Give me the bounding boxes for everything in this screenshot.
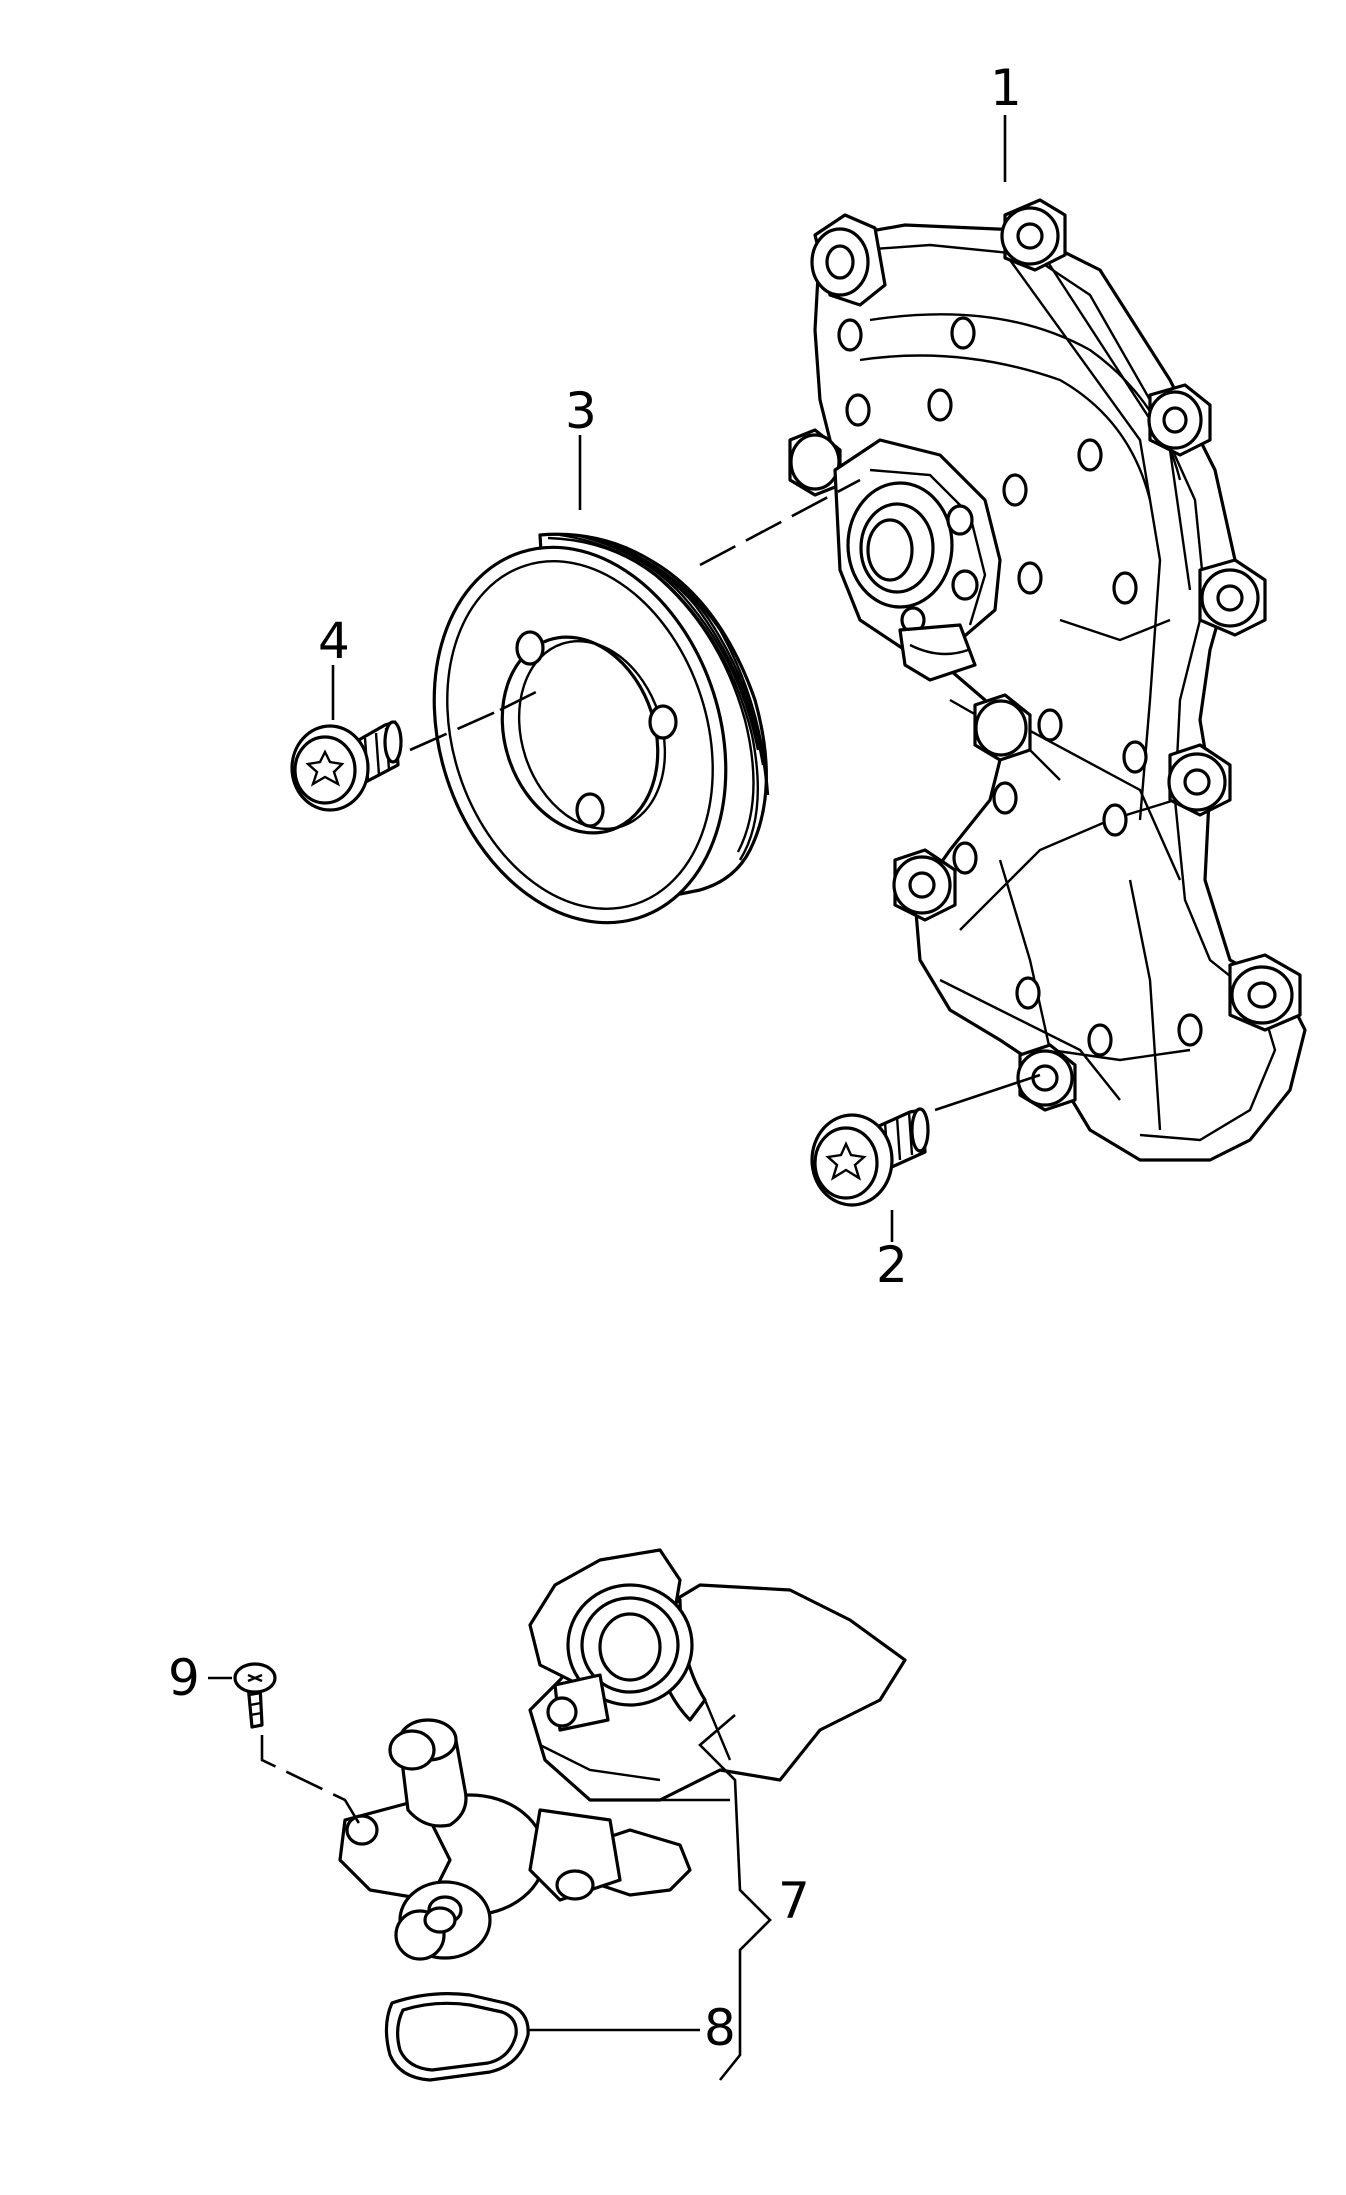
part-1-housing xyxy=(788,198,1307,1162)
housing-lug xyxy=(1198,558,1267,637)
part-3-pulley xyxy=(432,532,770,925)
housing-hole xyxy=(1077,438,1103,472)
housing-hole xyxy=(992,781,1018,815)
pulley-bolt-hole xyxy=(515,630,545,666)
callout-4: 4 xyxy=(318,612,350,670)
housing-hole xyxy=(1015,976,1041,1010)
part-4-bolt xyxy=(290,720,403,812)
callout-1: 1 xyxy=(990,59,1022,117)
housing-lug xyxy=(788,428,842,497)
pulley-bolt-hole xyxy=(575,792,605,828)
callout-2: 2 xyxy=(876,1236,908,1294)
housing-hole xyxy=(1037,708,1063,742)
housing-hole xyxy=(1177,1013,1203,1047)
housing-lug xyxy=(973,693,1032,762)
callout-labels: 1 3 4 2 7 8 9 xyxy=(168,59,1022,2057)
callout-9: 9 xyxy=(168,1649,200,1707)
part-9-screw xyxy=(233,1662,277,1729)
housing-hole xyxy=(837,318,863,352)
leader-lines xyxy=(208,115,1007,2081)
housing-lug xyxy=(1167,743,1232,817)
housing-lug xyxy=(1147,383,1212,457)
callout-7: 7 xyxy=(778,1872,810,1930)
pulley-bolt-hole xyxy=(648,704,678,740)
housing-lug xyxy=(1016,1043,1077,1112)
housing-hole xyxy=(1122,740,1148,774)
assembly-lines xyxy=(260,478,1041,1826)
housing-hole xyxy=(952,841,978,875)
housing-lug xyxy=(1000,198,1067,272)
housing-hole xyxy=(845,393,871,427)
housing-hole xyxy=(950,316,976,350)
housing-lug xyxy=(1228,953,1302,1032)
housing-hole xyxy=(1017,561,1043,595)
housing-hole xyxy=(1087,1023,1113,1057)
part-2-bolt xyxy=(810,1107,930,1207)
housing-hole xyxy=(1002,473,1028,507)
housing-hub xyxy=(833,438,1002,682)
part-8-gasket xyxy=(384,1992,530,2082)
callout-8: 8 xyxy=(704,1999,736,2057)
housing-lug xyxy=(810,213,887,307)
housing-hole xyxy=(1102,803,1128,837)
housing-lug xyxy=(892,848,957,922)
housing-hole xyxy=(927,388,953,422)
torx-icon xyxy=(305,749,345,787)
housing-hole xyxy=(1112,571,1138,605)
callout-3: 3 xyxy=(565,382,597,440)
part-7-outlet-housing xyxy=(338,1548,907,1961)
torx-icon xyxy=(825,1141,867,1181)
